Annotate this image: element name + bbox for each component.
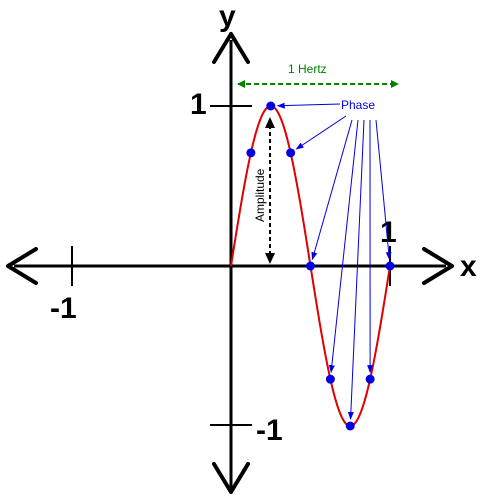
wave-sample-point (266, 101, 276, 111)
phase-indicator: Phase (276, 98, 392, 421)
x-axis-right-arrowhead (422, 247, 454, 285)
amplitude-label: Amplitude (253, 168, 267, 222)
amplitude-indicator: Amplitude (253, 117, 275, 264)
wave-sample-point (246, 148, 256, 158)
amplitude-arrowhead-top (265, 117, 275, 128)
y-axis-bottom-arrowhead (212, 462, 250, 494)
x-tick-label-negative: -1 (50, 292, 77, 325)
phase-arrow (311, 119, 353, 261)
x-tick-label-positive: 1 (380, 216, 397, 249)
x-axis-left-arrowhead (6, 247, 38, 285)
phase-arrow (328, 119, 359, 374)
wave-sample-point (306, 261, 315, 271)
y-tick-label-negative: -1 (256, 414, 283, 447)
y-axis-label: y (219, 0, 236, 33)
phase-label: Phase (341, 98, 375, 112)
phase-arrow (375, 119, 392, 261)
wave-sample-points (246, 101, 395, 431)
frequency-label: 1 Hertz (288, 62, 327, 76)
y-axis-top-arrowhead (212, 32, 250, 64)
x-axis-label: x (460, 250, 477, 283)
amplitude-arrowhead-bottom (265, 253, 275, 264)
phase-arrows (276, 102, 392, 421)
phase-arrow (295, 115, 347, 150)
y-tick-label-positive: 1 (190, 88, 207, 121)
phase-arrow (347, 119, 365, 421)
wave-sample-point (365, 374, 375, 384)
wave-sample-point (325, 374, 335, 384)
wave-sample-point (385, 261, 395, 271)
frequency-indicator: 1 Hertz (237, 62, 399, 88)
wave-sample-point (286, 148, 296, 158)
phase-arrow (276, 102, 341, 109)
wave-sample-point (345, 421, 355, 431)
